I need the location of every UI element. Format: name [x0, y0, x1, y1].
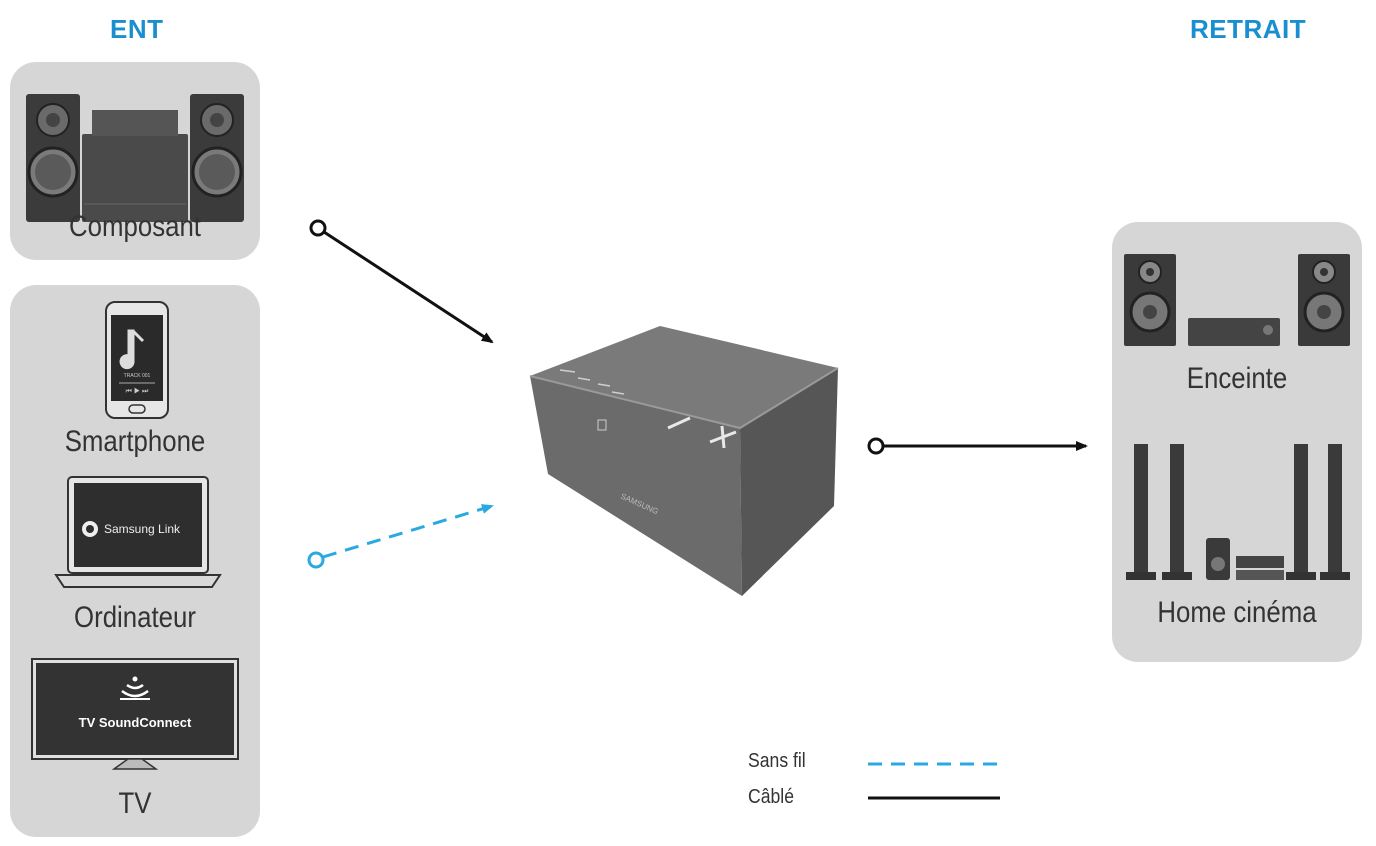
legend-wired-label: Câblé: [748, 786, 794, 808]
input-heading: ENT: [110, 14, 164, 44]
component-label: Composant: [69, 210, 201, 243]
wireless-speaker-device: SAMSUNG: [529, 326, 839, 596]
samsung-link-text: Samsung Link: [104, 522, 181, 536]
component-box: Composant: [10, 62, 260, 260]
tv-label: TV: [118, 787, 152, 820]
speaker-system-icon: [1124, 254, 1350, 346]
output-box: Enceinte Home cinéma: [1112, 222, 1362, 662]
wireless-input-arrow: [307, 504, 494, 569]
svg-text:⏮ ▶ ⏭: ⏮ ▶ ⏭: [126, 387, 149, 395]
speaker-label: Enceinte: [1186, 362, 1288, 395]
output-heading: RETRAIT: [1190, 14, 1307, 44]
wired-output-arrow: [867, 437, 1088, 455]
laptop-icon: Samsung Link: [54, 476, 222, 588]
track-text: TRACK 001: [124, 373, 151, 379]
smartphone-icon: TRACK 001 ⏮ ▶ ⏭: [105, 301, 169, 419]
wireless-sources-box: TRACK 001 ⏮ ▶ ⏭ Smartphone Samsung Link …: [10, 285, 260, 837]
wired-input-arrow: [309, 219, 494, 344]
smartphone-label: Smartphone: [64, 425, 206, 458]
home-theater-icon: [1126, 444, 1350, 580]
legend-wireless-label: Sans fil: [748, 750, 806, 772]
tv-icon: TV SoundConnect: [31, 658, 239, 770]
mini-hifi-icon: [26, 94, 244, 222]
home-theater-label: Home cinéma: [1157, 596, 1317, 629]
tv-soundconnect-text: TV SoundConnect: [79, 715, 192, 730]
computer-label: Ordinateur: [74, 601, 196, 634]
